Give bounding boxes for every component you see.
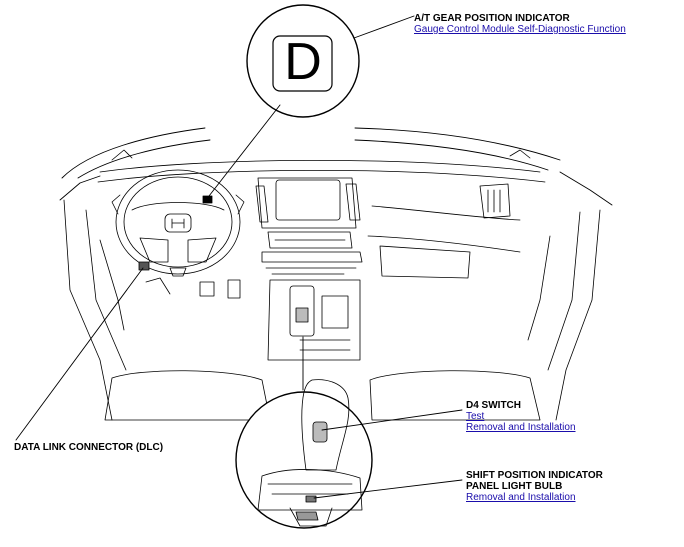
center-console: [267, 279, 361, 361]
dashboard-top: [97, 149, 546, 183]
seats: [104, 370, 541, 421]
gear-indicator-label: A/T GEAR POSITION INDICATOR Gauge Contro…: [414, 13, 626, 35]
gear-indicator-title: A/T GEAR POSITION INDICATOR: [414, 13, 570, 24]
dlc-label: DATA LINK CONNECTOR (DLC): [14, 442, 163, 453]
shift-indicator-label: SHIFT POSITION INDICATOR PANEL LIGHT BUL…: [466, 470, 603, 503]
d4-switch-label: D4 SWITCH Test Removal and Installation: [466, 400, 576, 433]
shifter-callout: [235, 379, 373, 529]
shift-indicator-removal-link[interactable]: Removal and Installation: [466, 492, 576, 503]
leader-lines: [15, 15, 463, 499]
dlc-marker: [138, 261, 150, 271]
d4-switch-removal-link[interactable]: Removal and Installation: [466, 422, 576, 433]
dlc-title: DATA LINK CONNECTOR (DLC): [14, 442, 164, 453]
windshield-outline: [59, 127, 613, 206]
d4-switch-title: D4 SWITCH: [466, 400, 521, 411]
center-stack: [255, 177, 363, 275]
shift-indicator-title-line2: PANEL LIGHT BULB: [466, 481, 563, 492]
gear-indicator-callout: [246, 4, 360, 118]
gear-d-glyph: D: [284, 33, 322, 91]
passenger-dash: [367, 183, 521, 279]
gear-indicator-marker: [202, 195, 213, 204]
door-panels: [63, 199, 601, 421]
d4-switch-test-link[interactable]: Test: [466, 411, 485, 422]
shift-indicator-title-line1: SHIFT POSITION INDICATOR: [466, 470, 603, 481]
pedals: [145, 277, 241, 299]
steering-wheel: [111, 169, 245, 277]
gauge-self-diagnostic-link[interactable]: Gauge Control Module Self-Diagnostic Fun…: [414, 24, 626, 35]
